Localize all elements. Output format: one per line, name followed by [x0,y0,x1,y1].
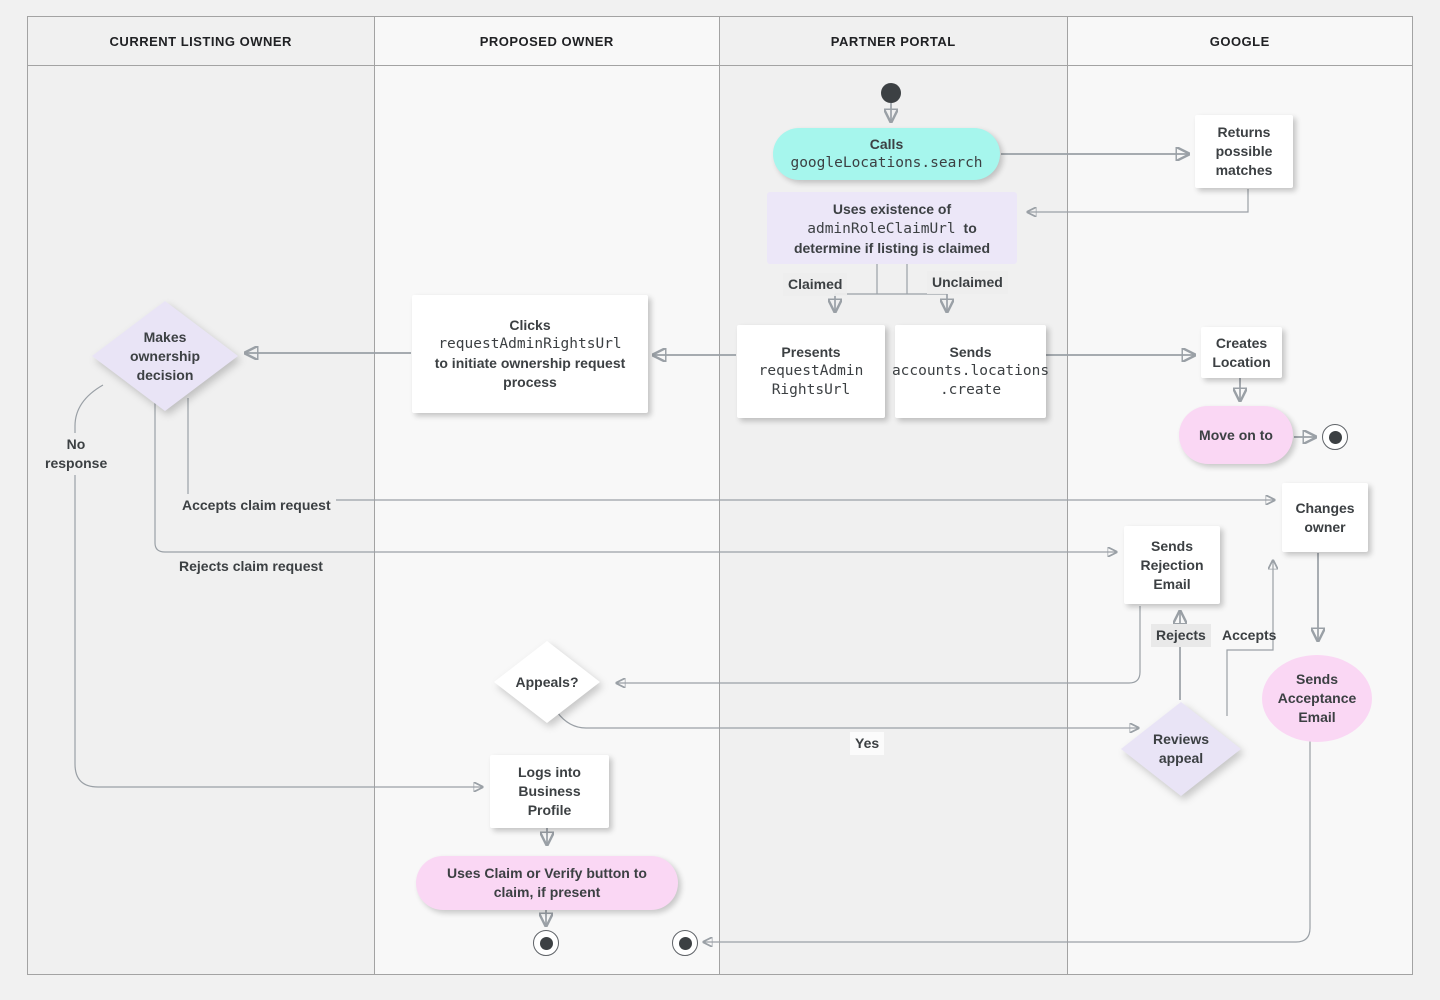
node-sends-accounts-locations-create: Sends accounts.locations .create [891,325,1050,418]
node-changes-owner: Changes owner [1282,483,1368,552]
node-sends-acceptance-email: Sends Acceptance Email [1262,655,1372,742]
lane-header-proposed-owner: PROPOSED OWNER [374,17,719,66]
claim-check-text-after: to determine if listing is claimed [793,220,991,256]
end-node-dot [678,936,692,950]
node-reviews-appeal: Reviews appeal [1121,702,1241,796]
node-code-line-1: requestAdmin [758,363,864,379]
node-returns-possible-matches: Returns possible matches [1195,115,1293,188]
node-label: Changes owner [1295,499,1355,535]
node-presents-request-admin-rights-url: Presents requestAdmin RightsUrl [737,325,885,418]
node-code-line-2: RightsUrl [771,382,851,398]
node-label: Sends Acceptance Email [1277,671,1357,725]
lane-proposed-owner: PROPOSED OWNER [373,17,719,974]
end-node-google [1322,424,1348,450]
node-subtitle: to initiate ownership request process [434,355,626,390]
node-label: Appeals? [515,673,579,690]
end-node-dot [539,936,553,950]
node-code: googleLocations.search [790,155,983,171]
node-creates-location: Creates Location [1201,327,1282,378]
node-label: Returns possible matches [1215,124,1273,178]
node-appeals: Appeals? [494,641,600,723]
node-uses-claim-or-verify-button: Uses Claim or Verify button to claim, if… [416,856,678,910]
node-sends-rejection-email: Sends Rejection Email [1124,526,1220,604]
node-title: Presents [781,344,841,360]
node-code-line-1: accounts.locations [891,363,1050,379]
diamond-shape: Reviews appeal [1121,702,1241,796]
end-node-partner-portal [672,930,698,956]
node-code-line-2: .create [939,382,1002,398]
node-title: Clicks [509,317,551,333]
node-title: Calls [869,136,904,152]
edge-label-rejects-claim-request: Rejects claim request [174,555,328,578]
diamond-shape: Appeals? [494,641,600,723]
node-logs-into-business-profile: Logs into Business Profile [490,755,609,828]
node-label: Sends Rejection Email [1140,537,1204,592]
diamond-shape: Makes ownership decision [92,301,238,411]
node-clicks-request-admin-rights-url: Clicks requestAdminRightsUrl to initiate… [412,295,648,413]
edge-label-yes: Yes [850,732,885,755]
edge-label-accepts: Accepts [1222,627,1277,643]
node-calls-google-locations-search: Calls googleLocations.search [773,128,1000,180]
edge-label-unclaimed: Unclaimed [927,271,1008,294]
node-makes-ownership-decision: Makes ownership decision [92,301,238,411]
edge-label-claimed: Claimed [783,273,848,296]
node-label: Makes ownership decision [129,328,200,383]
node-code: requestAdminRightsUrl [438,336,622,352]
claim-check-text-before: Uses existence of [832,201,952,217]
end-node-dot [1328,430,1342,444]
end-node-proposed-owner [533,930,559,956]
node-label: Reviews appeal [1152,731,1210,766]
lane-header-current-listing-owner: CURRENT LISTING OWNER [28,17,374,66]
node-label: Creates Location [1212,334,1271,370]
lane-header-partner-portal: PARTNER PORTAL [720,17,1067,66]
node-move-on-to: Move on to [1179,406,1293,464]
edge-label-no-response: No response [40,433,112,475]
start-node [881,83,901,103]
edge-label-rejects: Rejects [1151,624,1211,647]
node-label: Logs into Business Profile [518,764,581,818]
claim-check-code: adminRoleClaimUrl [807,221,956,237]
node-title: Sends [949,344,992,360]
node-claim-check: Uses existence of adminRoleClaimUrl to d… [767,192,1017,264]
lane-header-google: GOOGLE [1067,17,1412,66]
node-label: Move on to [1199,426,1273,443]
edge-label-accepts-claim-request: Accepts claim request [177,494,336,517]
node-label: Uses Claim or Verify button to claim, if… [447,865,647,900]
